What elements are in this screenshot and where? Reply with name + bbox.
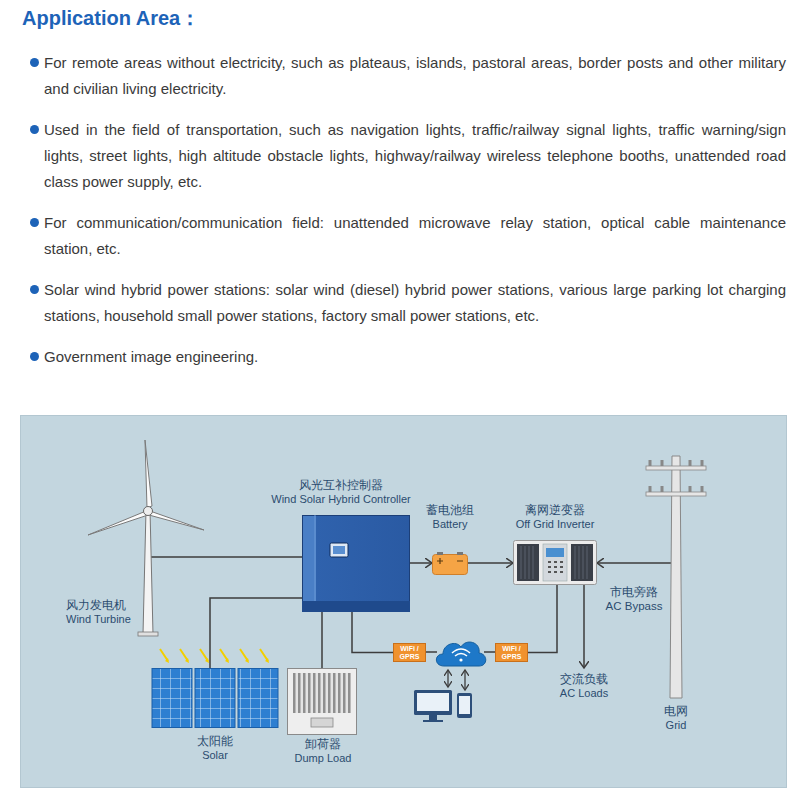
component-node: 太阳能Solar <box>150 645 280 763</box>
label-text: Wind Solar Hybrid Controller <box>256 492 426 506</box>
connector <box>321 612 323 668</box>
node-label: 太阳能Solar <box>150 734 280 762</box>
connector <box>583 585 585 668</box>
bullet-text: Solar wind hybrid power stations: solar … <box>44 277 786 329</box>
label-text: 风光互补控制器 <box>256 478 426 492</box>
battery-symbol <box>432 552 468 575</box>
controller-housing <box>302 515 410 612</box>
node-label: 电网Grid <box>640 704 712 732</box>
page-title: Application Area： <box>22 5 200 32</box>
connector <box>597 562 671 564</box>
label-text: Dump Load <box>282 751 364 765</box>
connector <box>528 585 557 653</box>
label-text: Wind Turbine <box>66 612 131 626</box>
label-text: 电网 <box>640 704 712 718</box>
component-node: 风光互补控制器Wind Solar Hybrid Controller <box>256 478 426 614</box>
node-label: 卸荷器Dump Load <box>282 737 364 765</box>
node-label: 风光互补控制器Wind Solar Hybrid Controller <box>256 478 426 506</box>
bullet-list: For remote areas without electricity, su… <box>44 50 786 385</box>
controller-details <box>302 515 410 612</box>
bullet-text: For communication/communication field: u… <box>44 210 786 262</box>
label-text: Off Grid Inverter <box>495 517 615 531</box>
node-label: 离网逆变器Off Grid Inverter <box>495 503 615 531</box>
node-label: 蓄电池组Battery <box>420 503 480 531</box>
connector <box>352 612 393 653</box>
label-text: 离网逆变器 <box>495 503 615 517</box>
component-node: 离网逆变器Off Grid Inverter <box>495 503 615 587</box>
grid-pole <box>640 452 712 700</box>
label-text: WiFi / GPRS <box>394 645 425 660</box>
component-node: 交流负载AC Loads <box>544 670 624 702</box>
label-text: 交流负载 <box>544 672 624 686</box>
node-label: WiFi / GPRS <box>496 645 527 660</box>
label-text: Grid <box>640 718 712 732</box>
node-label: 风力发电机Wind Turbine <box>66 598 131 626</box>
inverter-device <box>513 540 597 585</box>
connector <box>210 598 302 668</box>
bullet-text: Government image engineering. <box>44 344 786 370</box>
dump-load-device <box>287 668 357 735</box>
label-text: Solar <box>150 748 280 762</box>
solar-panels <box>150 668 280 728</box>
component-node: 卸荷器Dump Load <box>282 665 364 763</box>
link-tag: WiFi / GPRS <box>495 643 528 662</box>
sun-rays <box>150 645 280 667</box>
component-node: 风力发电机Wind Turbine <box>62 438 212 638</box>
node-label: WiFi / GPRS <box>394 645 425 660</box>
label-text: 风力发电机 <box>66 598 131 612</box>
label-text: WiFi / GPRS <box>496 645 527 660</box>
label-text: 蓄电池组 <box>420 503 480 517</box>
connector <box>468 562 513 564</box>
label-text: AC Loads <box>544 686 624 700</box>
link-tag: WiFi / GPRS <box>393 643 426 662</box>
label-text: Battery <box>420 517 480 531</box>
connector <box>410 562 432 564</box>
bullet-text: Used in the field of transportation, suc… <box>44 117 786 195</box>
edge-label: 市电旁路 AC Bypass <box>601 585 667 613</box>
node-label: 交流负载AC Loads <box>544 672 624 700</box>
component-node: 蓄电池组Battery <box>420 503 480 578</box>
label-text: 太阳能 <box>150 734 280 748</box>
bullet-text: For remote areas without electricity, su… <box>44 50 786 102</box>
label-text: 卸荷器 <box>282 737 364 751</box>
connector <box>148 556 302 558</box>
